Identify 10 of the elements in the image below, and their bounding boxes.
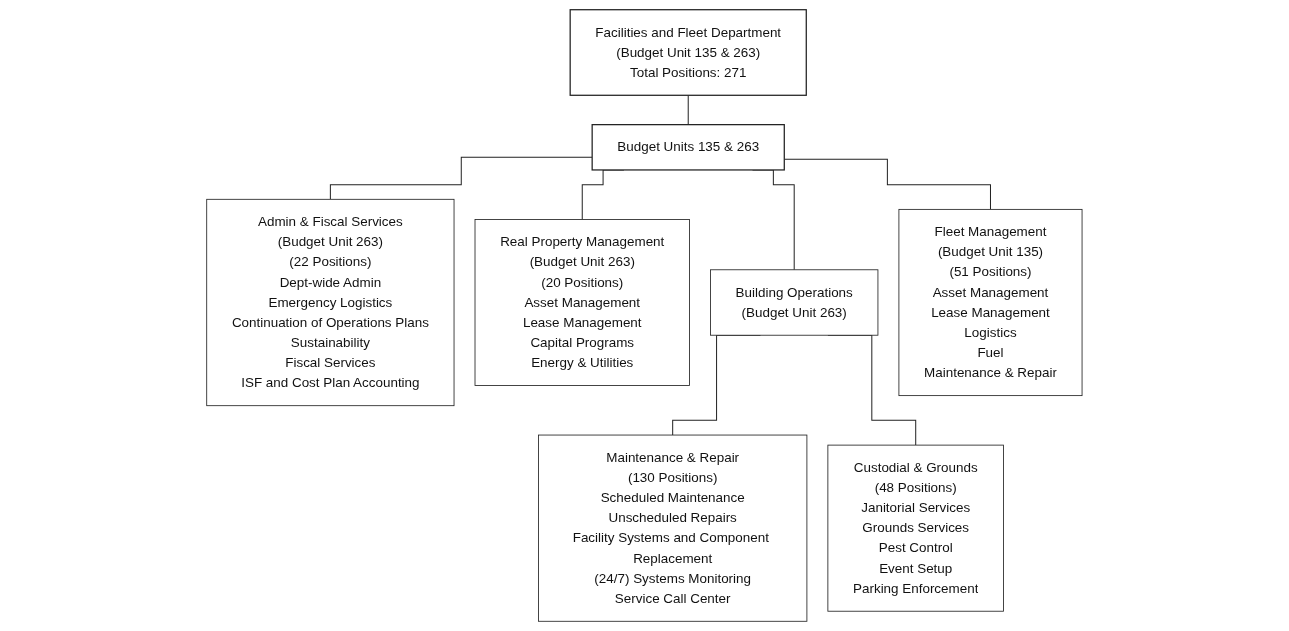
node-box: Custodial & Grounds (48 Positions) Janitorial Services Grounds Services Pest Control Event Setup Parking Enforcement bbox=[827, 444, 1005, 612]
connector bbox=[687, 94, 689, 126]
node-box: Fleet Management (Budget Unit 135) (51 Positions) Asset Management Lease Management Logistics Fuel Maintenance & Repair bbox=[898, 208, 1083, 397]
node-box: Building Operations (Budget Unit 263) bbox=[710, 269, 879, 336]
node-box: Real Property Management (Budget Unit 263) (20 Positions) Asset Management Lease Management Capital Programs Energy & Utilities bbox=[474, 219, 690, 386]
node-box: Budget Units 135 & 263 bbox=[591, 124, 785, 171]
connector bbox=[329, 156, 593, 200]
node-box: Maintenance & Repair (130 Positions) Scheduled Maintenance Unscheduled Repairs Facility Systems and Component Replacement (24/7) Systems Monitoring Service Call Center bbox=[538, 434, 808, 622]
node-box: Facilities and Fleet Department (Budget Unit 135 & 263) Total Positions: 271 bbox=[569, 9, 807, 96]
node-box: Admin & Fiscal Services (Budget Unit 263) (22 Positions) Dept-wide Admin Emergency Logistics Continuation of Operations Plans Sustainability Fiscal Services ISF and Cost Plan Accounting bbox=[206, 198, 455, 407]
